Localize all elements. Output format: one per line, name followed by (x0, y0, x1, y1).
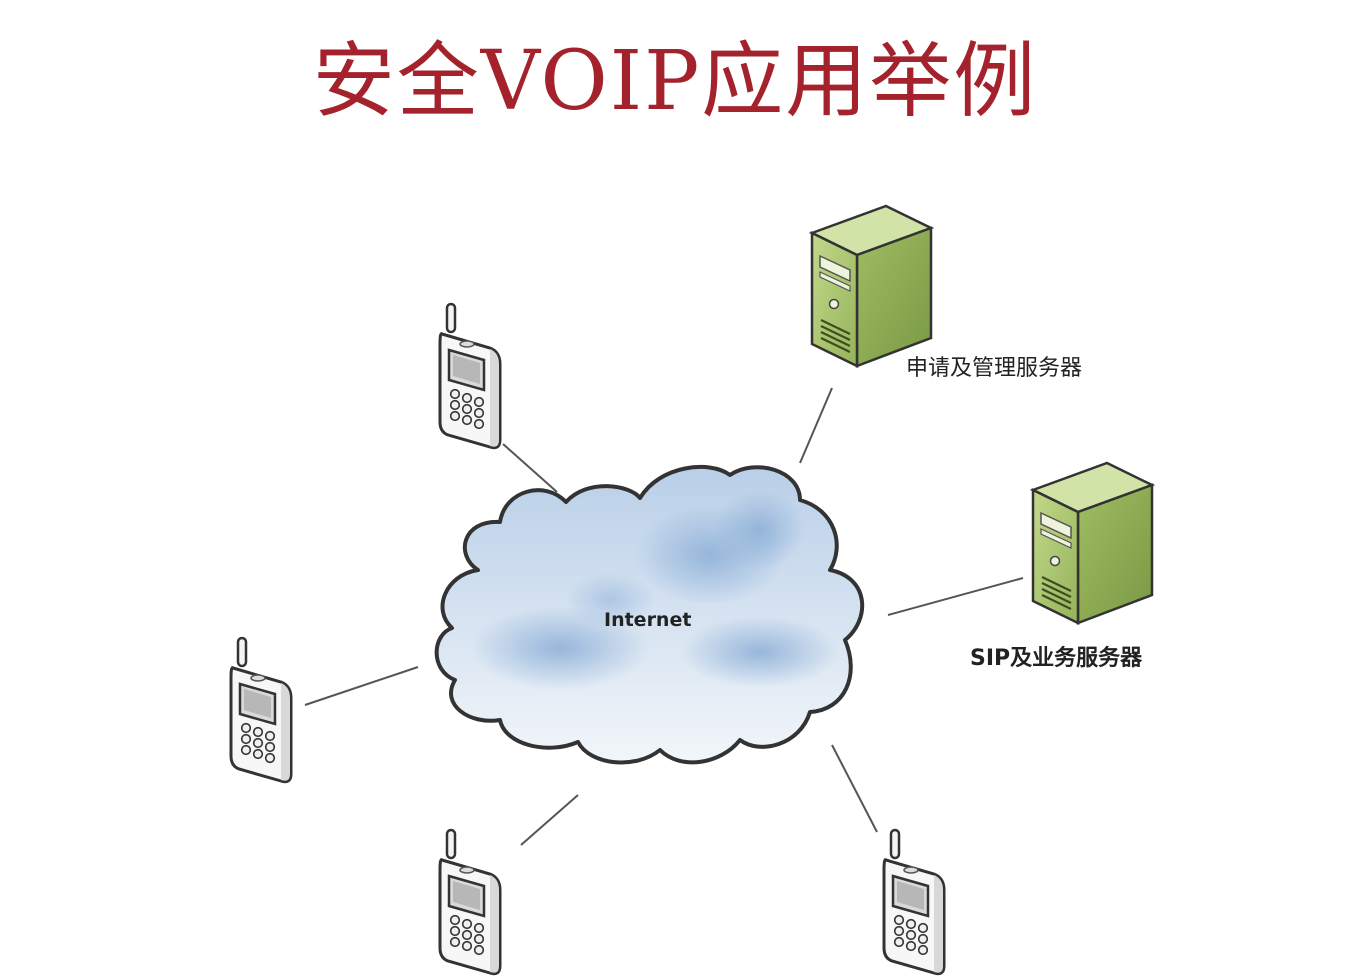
internet-cloud-icon (434, 464, 865, 765)
cloud-label: Internet (604, 609, 692, 631)
mobile-phone-icon (229, 636, 293, 784)
server-icon (810, 204, 933, 368)
connector-phone-3 (520, 794, 579, 846)
server-label-sip-business: SIP及业务服务器 (970, 646, 1143, 671)
connector-phone-1 (502, 443, 558, 493)
page-title: 安全VOIP应用举例 (312, 34, 1038, 129)
connector-phone-4 (831, 744, 878, 833)
mobile-phone-icon (882, 828, 946, 976)
server-label-apply-management: 申请及管理服务器 (906, 356, 1083, 381)
mobile-phone-icon (438, 302, 502, 450)
connector-server-1 (799, 387, 833, 464)
connector-phone-2 (304, 666, 419, 706)
connector-lines (304, 387, 1024, 846)
connector-server-2 (887, 577, 1024, 616)
server-icon (1031, 461, 1154, 625)
mobile-phone-icon (438, 828, 502, 976)
